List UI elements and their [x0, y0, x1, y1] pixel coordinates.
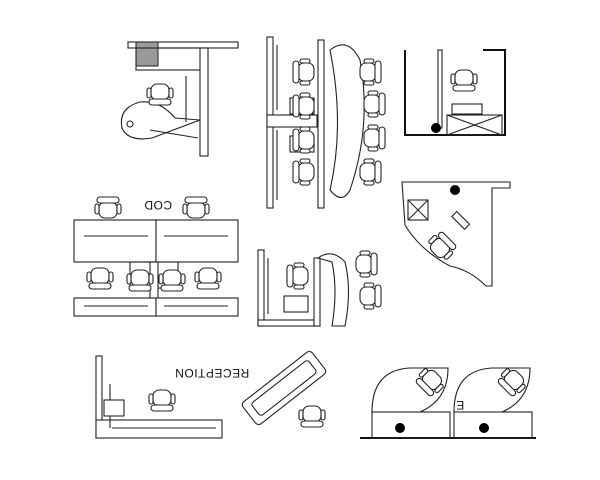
workstation-curved-side	[257, 249, 382, 327]
workstation-curved-corner	[120, 41, 239, 157]
workstation-curved-bench	[266, 36, 386, 209]
cod-label: COD	[144, 198, 172, 212]
e-label: E	[456, 398, 465, 412]
workstation-rotated-corner	[401, 181, 511, 287]
workstation-cubicle-room	[404, 49, 506, 136]
reception-label: RECEPTION	[175, 366, 250, 380]
workstation-l-desk	[95, 355, 223, 439]
workstation-cluster-cod: COD	[73, 196, 239, 317]
workstation-pair-e: E	[360, 364, 536, 439]
reception-desk: RECEPTION	[175, 350, 327, 428]
